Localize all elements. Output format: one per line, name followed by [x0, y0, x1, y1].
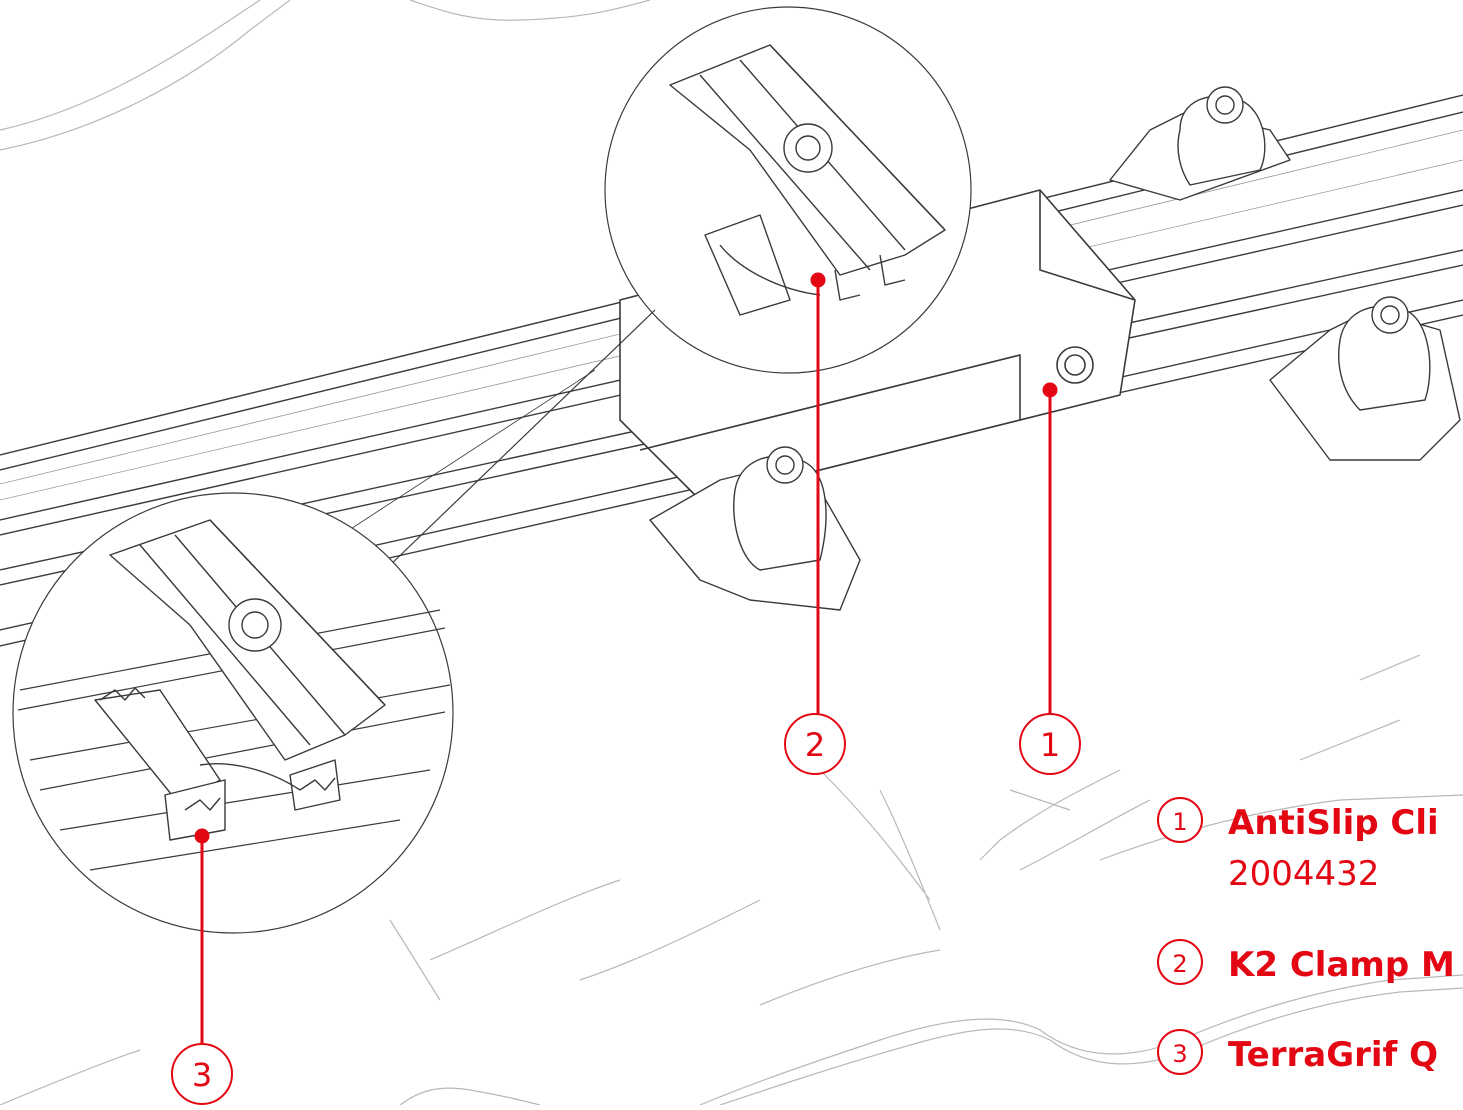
roof-hook-bracket-right-top [1109, 86, 1291, 201]
legend-item-1-name: AntiSlip Cli [1228, 803, 1439, 843]
callout-1: 1 [1019, 713, 1081, 775]
legend-item-1: 1 AntiSlip Cli 2004432 [1157, 797, 1439, 894]
callout-1-number: 1 [1040, 726, 1060, 764]
callout-3-circle [171, 1043, 233, 1105]
clamp-detail-top [604, 6, 972, 374]
legend-item-2-number: 2 [1172, 950, 1187, 978]
clip-detail-bottom-left [12, 492, 454, 934]
callout-leaders [194, 272, 1058, 1050]
legend-item-3-number: 3 [1172, 1040, 1187, 1068]
legend-item-3-circle [1157, 1029, 1203, 1075]
callout-2-circle [784, 713, 846, 775]
legend-item-3: 3 TerraGrif Q [1157, 1029, 1438, 1075]
legend-item-1-number: 1 [1172, 808, 1187, 836]
callout-2-number: 2 [805, 726, 825, 764]
legend-item-2-circle [1157, 939, 1203, 985]
callout-3: 3 [171, 1043, 233, 1105]
callout-1-circle [1019, 713, 1081, 775]
leader-dot-3 [194, 828, 210, 844]
zoom-guide-line-1 [384, 309, 656, 571]
callout-3-number: 3 [192, 1056, 212, 1094]
roof-hook-bracket-center [649, 446, 861, 611]
legend-item-1-code: 2004432 [1228, 854, 1379, 894]
legend-item-3-name: TerraGrif Q [1228, 1035, 1438, 1075]
legend-item-2: 2 K2 Clamp M [1157, 939, 1455, 985]
legend: 1 AntiSlip Cli 2004432 2 K2 Clamp M 3 Te… [1157, 797, 1455, 1075]
legend-item-1-circle [1157, 797, 1203, 843]
callout-2: 2 [784, 713, 846, 775]
leader-dot-2 [810, 272, 826, 288]
leader-dot-1 [1042, 382, 1058, 398]
roof-hook-bracket-right-bottom [1269, 296, 1461, 461]
legend-item-2-name: K2 Clamp M [1228, 945, 1455, 985]
